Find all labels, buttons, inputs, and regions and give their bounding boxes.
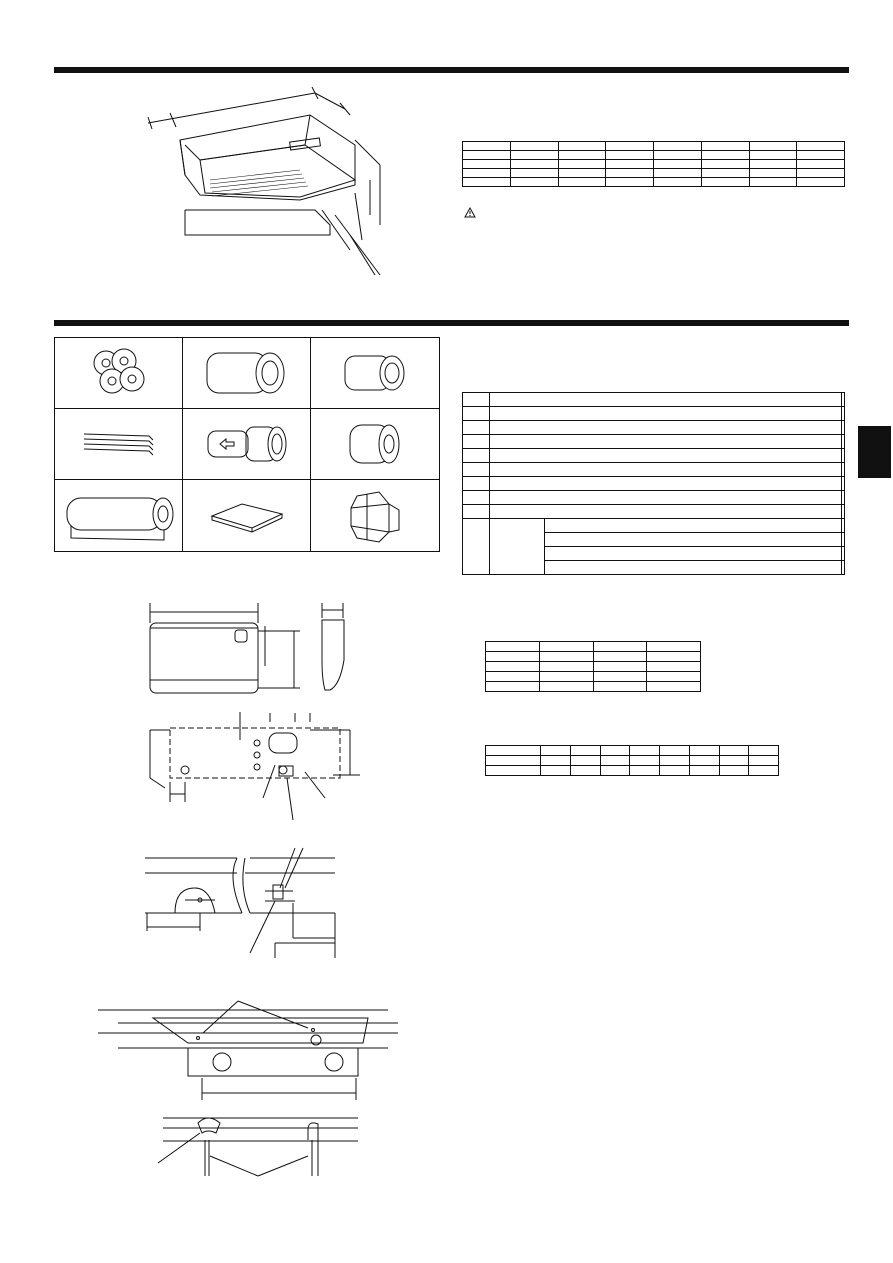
- language-tab-marker: [858, 426, 891, 478]
- cable-ties-accessory: [55, 409, 183, 480]
- insulation-sleeve-accessory: [311, 409, 439, 480]
- section-rule-middle: [54, 320, 849, 326]
- ceiling-suspension-figure: [98, 998, 398, 1188]
- ceiling-layout-figure: [145, 710, 365, 825]
- drain-socket-accessory: [183, 409, 311, 480]
- accessories-grid: [54, 337, 440, 552]
- dimension-table-a: [485, 641, 701, 692]
- warning-triangle-icon: [464, 207, 476, 218]
- section-rule-top: [54, 67, 849, 73]
- parts-list-table: [462, 392, 846, 575]
- unit-clearance-figure: [140, 85, 390, 285]
- dimension-table-b: [485, 745, 779, 776]
- flare-nut-accessory: [311, 480, 439, 551]
- insulation-tape-accessory: [55, 480, 183, 551]
- specification-table: [462, 141, 845, 187]
- pipe-cover-large-accessory: [183, 338, 311, 409]
- felt-pad-accessory: [183, 480, 311, 551]
- front-side-view-figure: [140, 598, 360, 698]
- cutaway-side-figure: [145, 843, 345, 963]
- pipe-cover-small-accessory: [311, 338, 439, 409]
- washers-accessory: [55, 338, 183, 409]
